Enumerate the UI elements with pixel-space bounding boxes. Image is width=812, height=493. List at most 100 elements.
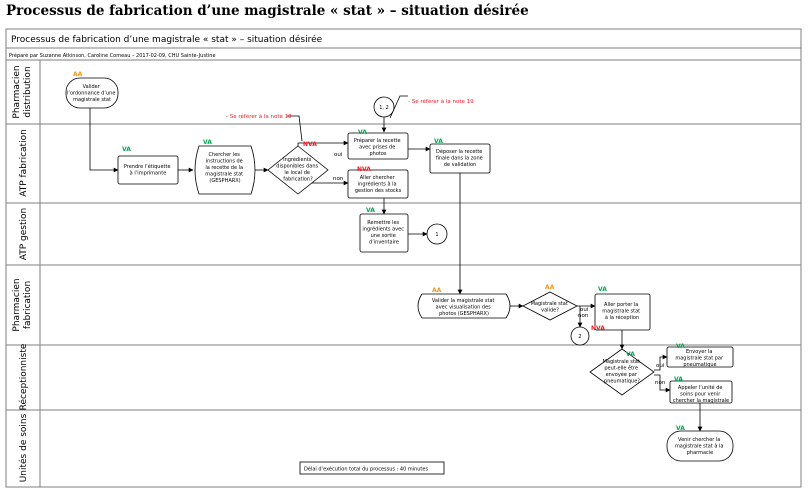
notes: - Se référer à la note 18 - Se référer à… <box>226 98 474 120</box>
tag-aa: AA <box>73 71 83 78</box>
label-line: photos <box>369 151 386 157</box>
label-line: magistrale stat à la <box>675 443 724 450</box>
diagram-frame <box>5 28 802 488</box>
tag-va: VA <box>598 286 607 293</box>
tag-va: VA <box>626 351 635 358</box>
label-valider-magistrale: Valider la magistrale stat avec visualis… <box>432 298 496 317</box>
tag-va: VA <box>676 425 685 432</box>
label-line: ingrédients à la <box>358 181 397 188</box>
label-line: à la réception <box>605 314 639 321</box>
process-remettre-ingredients[interactable] <box>359 213 409 253</box>
label-line: ingrédients avec <box>362 226 404 233</box>
label-line: soins pour venir <box>680 392 721 398</box>
label-aller-chercher-ingredients: Aller chercher ingrédients à la gestion … <box>355 175 402 194</box>
label-line: envoyée par <box>606 371 638 378</box>
lane-label-line: ATP gestion <box>19 208 29 260</box>
label-line: magistrale stat par <box>675 356 724 362</box>
tag-va: VA <box>674 376 683 383</box>
total-time: Délai d’exécution total du processus : 4… <box>304 466 428 473</box>
label-preparer-recette: Préparer la recette avec prises de photo… <box>354 137 402 157</box>
branch-labels: oui non oui non oui non <box>333 152 666 386</box>
label-chercher-instructions: Chercher les instructions de la recette … <box>205 152 244 184</box>
branch-label-oui: oui <box>580 307 589 313</box>
decision-envoyee-pneumatique[interactable] <box>589 348 655 396</box>
tag-va: VA <box>366 207 375 214</box>
label-line: Magistrale stat <box>531 301 568 307</box>
process-aller-chercher-ingredients[interactable] <box>347 169 409 199</box>
tag-nva: NVA <box>591 325 605 332</box>
flow-connectors <box>89 95 703 432</box>
connector-pneumatique-non-to-appeler <box>654 374 671 393</box>
decision-ingredients-disponibles[interactable] <box>267 145 329 195</box>
branch-label-oui: oui <box>656 363 665 369</box>
label-line: Déposer la recette <box>436 148 482 155</box>
process-envoyer-pneumatique[interactable] <box>666 346 734 368</box>
label-line: Valider la magistrale stat <box>432 298 495 304</box>
lane-label-atp-gestion: ATP gestion <box>19 208 29 260</box>
process-appeler-unite[interactable] <box>669 380 733 404</box>
process-deposer-recette[interactable] <box>429 143 491 174</box>
label-connector-1: 1 <box>435 232 438 238</box>
label-line: d’inventaire <box>369 240 399 246</box>
label-line: une sortie <box>371 233 396 239</box>
lane-label-receptionniste: Réceptionniste <box>18 343 29 410</box>
tag-va: VA <box>676 343 685 350</box>
tag-nva: NVA <box>303 141 317 148</box>
lane-label-unites-de-soins: Unités de soins <box>18 413 29 482</box>
terminator-valider-ordonnance[interactable] <box>65 77 119 109</box>
label-line: de validation <box>444 162 476 168</box>
lane-label-pharmacien-distribution: Pharmacien distribution <box>12 65 33 118</box>
connector-ordonnance-to-etiquette <box>89 108 119 173</box>
label-line: pharmacie <box>687 450 714 456</box>
tag-aa: AA <box>545 284 555 291</box>
label-line: le local de <box>284 170 310 176</box>
label-line: avec prises de <box>359 145 395 151</box>
connector-circle-1-2 <box>373 96 395 118</box>
label-prendre-etiquette: Prendre l’étiquette à l’imprimante <box>124 163 172 177</box>
tag-va: VA <box>358 129 367 136</box>
label-line: Envoyer la <box>686 349 712 355</box>
label-line: magistrale stat <box>73 97 111 103</box>
note-18-leader <box>287 115 303 142</box>
process-aller-porter[interactable] <box>594 293 651 331</box>
label-line: disponibles dans <box>276 164 318 170</box>
branch-label-non: non <box>655 380 666 386</box>
note-19: - Se référer à la note 19 <box>408 98 474 105</box>
label-line: avec visualisation des <box>436 305 491 311</box>
label-valider-ordonnance: Valider l’ordonnance d’une magistrale st… <box>67 84 117 103</box>
label-envoyer-pneumatique: Envoyer la magistrale stat par pneumatiq… <box>675 349 724 368</box>
process-prendre-etiquette[interactable] <box>117 155 179 185</box>
label-line: Valider <box>83 84 101 90</box>
decision-magistrale-valide[interactable] <box>522 291 578 321</box>
branch-label-non: non <box>333 176 344 182</box>
label-appeler-unite: Appeler l’unité de soins pour venir cher… <box>673 384 729 404</box>
diagram-header-title: Processus de fabrication d’une magistral… <box>11 34 323 45</box>
tag-aa: AA <box>432 287 442 294</box>
lane-label-line: Unités de soins <box>18 413 29 482</box>
datastore-valider-magistrale[interactable] <box>417 293 511 319</box>
label-magistrale-valide: Magistrale stat valide? <box>531 301 570 314</box>
connector-decision-oui-to-preparer <box>297 140 349 146</box>
label-line: magistrale stat <box>602 309 640 315</box>
label-connector-2: 2 <box>578 334 581 340</box>
label-line: Venir chercher la <box>678 437 720 443</box>
lane-label-line: ATP fabrication <box>19 129 29 197</box>
label-line: l’ordonnance d’une <box>67 91 115 97</box>
label-line: chercher la magistrale <box>673 398 729 404</box>
note-18: - Se référer à la note 18 <box>226 113 292 120</box>
label-line: instructions de <box>206 159 243 165</box>
label-aller-porter: Aller porter la magistrale stat à la réc… <box>602 302 641 321</box>
terminator-venir-chercher[interactable] <box>666 430 734 462</box>
node-labels: Valider l’ordonnance d’une magistrale st… <box>67 84 729 456</box>
prepared-by: Préparé par Suzanne Atkinson, Caroline C… <box>9 52 216 59</box>
datastore-chercher-instructions[interactable] <box>194 145 256 195</box>
swimlanes: Pharmacien distribution ATP fabrication … <box>6 60 801 487</box>
label-envoyee-pneumatique: Magistrale stat peut-elle être envoyée p… <box>603 359 642 385</box>
tag-va: VA <box>434 138 443 145</box>
label-line: magistrale stat <box>205 172 243 178</box>
label-line: peut-elle être <box>604 365 638 372</box>
label-line: Chercher les <box>209 152 241 158</box>
lane-label-line: Pharmacien <box>12 65 22 118</box>
process-preparer-recette[interactable] <box>347 132 409 160</box>
